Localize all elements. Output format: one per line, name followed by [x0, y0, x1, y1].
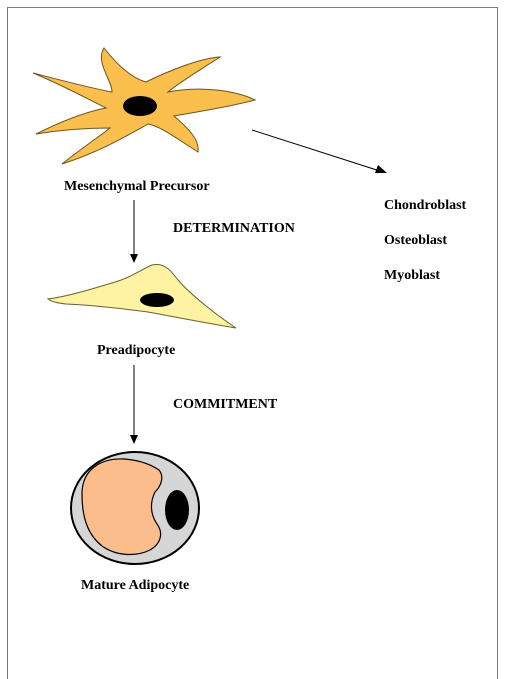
commitment-label: COMMITMENT: [173, 398, 277, 412]
chondroblast-label: Chondroblast: [384, 199, 466, 213]
determination-arrowhead: [130, 254, 138, 263]
mature-adipocyte-label: Mature Adipocyte: [81, 579, 189, 593]
adipocyte-nucleus: [165, 490, 189, 530]
mesenchymal-nucleus: [123, 96, 157, 116]
osteoblast-label: Osteoblast: [384, 234, 447, 248]
preadipocyte-cell: [48, 264, 236, 328]
preadipocyte-nucleus: [140, 293, 174, 307]
mesenchymal-precursor-label: Mesenchymal Precursor: [64, 180, 210, 194]
lineage-arrowhead: [375, 165, 387, 173]
commitment-arrowhead: [130, 435, 138, 444]
lineage-arrow: [252, 130, 383, 172]
determination-label: DETERMINATION: [173, 222, 295, 236]
myoblast-label: Myoblast: [384, 269, 440, 283]
preadipocyte-label: Preadipocyte: [97, 344, 175, 358]
